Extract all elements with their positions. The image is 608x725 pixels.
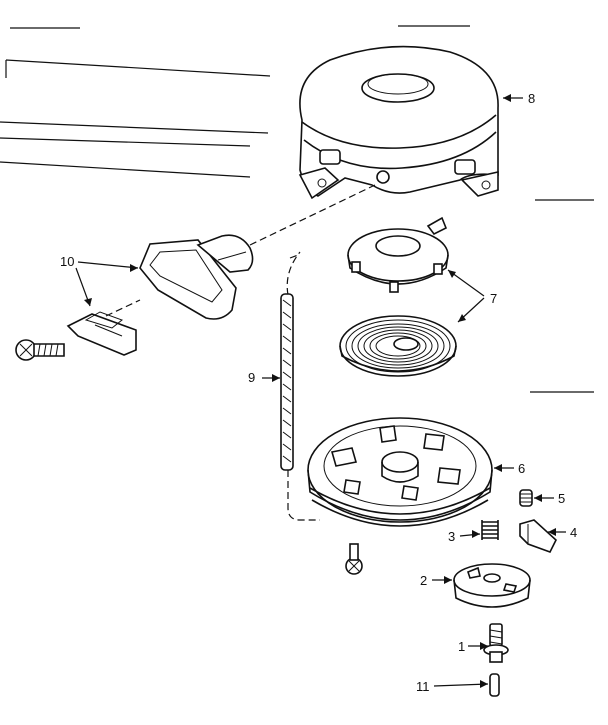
callout-11: 11: [416, 679, 489, 694]
pin: [489, 673, 500, 697]
callout-10: 10: [60, 254, 139, 307]
pawl-spring: [519, 489, 533, 507]
handle-screw: [15, 339, 65, 361]
svg-text:3: 3: [448, 529, 455, 544]
starter-rope: [280, 293, 294, 471]
callout-3: 3: [448, 529, 481, 544]
svg-text:10: 10: [60, 254, 74, 269]
svg-text:5: 5: [558, 491, 565, 506]
callout-4: 4: [548, 525, 577, 540]
svg-text:1: 1: [458, 639, 465, 654]
scan-rules: [0, 25, 594, 393]
svg-text:8: 8: [528, 91, 535, 106]
handle-insert: [66, 311, 137, 356]
pulley-screw: [483, 623, 509, 663]
pawl: [519, 519, 557, 553]
rewind-spring: [339, 315, 457, 377]
starter-housing: [298, 45, 499, 200]
rewind-spring-cup: [347, 216, 449, 293]
lower-screw: [345, 543, 363, 575]
callout-2: 2: [420, 573, 452, 588]
assembly-lines: [105, 184, 376, 521]
svg-text:6: 6: [518, 461, 525, 476]
callout-8: 8: [503, 91, 535, 106]
rope-handle: [139, 234, 254, 320]
svg-text:7: 7: [490, 291, 497, 306]
svg-text:2: 2: [420, 573, 427, 588]
svg-text:4: 4: [570, 525, 577, 540]
svg-text:9: 9: [248, 370, 255, 385]
callout-6: 6: [494, 461, 525, 476]
pawl-retainer: [453, 563, 531, 608]
callout-9: 9: [248, 370, 280, 385]
callout-5: 5: [534, 491, 565, 506]
callout-1: 1: [458, 639, 488, 654]
svg-text:11: 11: [416, 679, 430, 694]
starter-pulley: [307, 417, 493, 527]
callout-7: 7: [447, 269, 497, 323]
spring-3: [481, 520, 499, 540]
